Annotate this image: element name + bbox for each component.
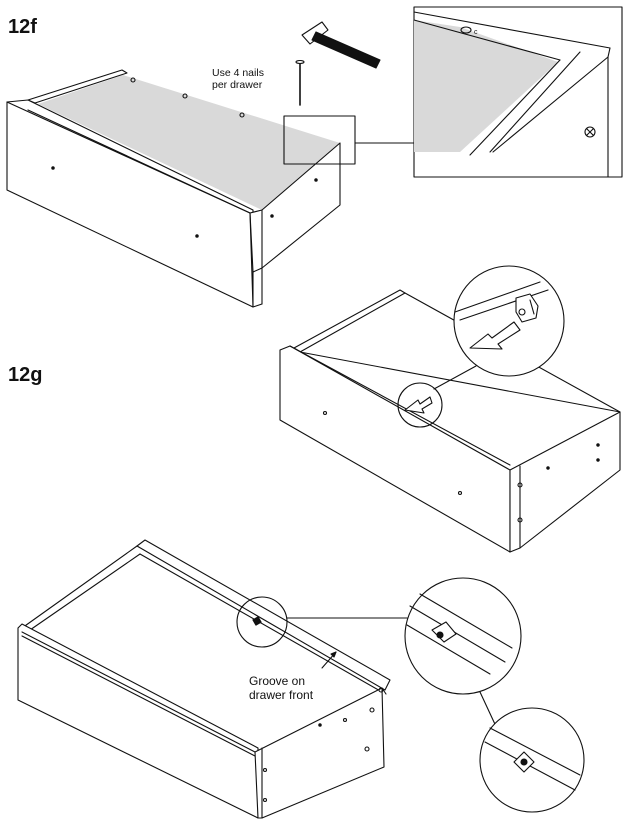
detail-circle-small — [397, 382, 443, 428]
nail-icon — [295, 59, 305, 106]
zoom-circle-12h-bottom — [479, 707, 585, 813]
groove-callout-line1: Groove on — [249, 674, 306, 688]
drawer-front-panel — [17, 623, 259, 819]
detail-leader — [433, 365, 477, 390]
detail-circle-small — [236, 596, 288, 648]
bracket-icon — [515, 293, 539, 323]
svg-text:c: c — [474, 29, 478, 36]
nail-instruction-line1: Use 4 nails — [212, 67, 264, 79]
hammer-icon — [301, 21, 381, 69]
bracket-icon — [431, 621, 457, 643]
nail-instruction-line2: per drawer — [212, 79, 263, 91]
step-12f-drawer — [6, 69, 341, 308]
step-12h-drawer — [17, 539, 391, 819]
nail-head-detail — [460, 26, 472, 34]
arrow-icon — [404, 396, 433, 414]
front-inner-edge — [27, 109, 251, 214]
zoom-inset-12f: c — [413, 6, 623, 178]
nail-mark — [130, 77, 136, 83]
screw-icon — [513, 751, 535, 773]
drawer-bottom-panel — [38, 75, 340, 210]
nail-mark — [239, 112, 245, 118]
drawer-front-panel — [279, 345, 511, 553]
screw-icon — [584, 126, 596, 138]
nail-mark — [182, 93, 188, 99]
nail-instruction: Use 4 nails per drawer — [212, 67, 264, 91]
zoom-circle-12g — [453, 265, 565, 377]
groove-callout-line2: drawer front — [249, 688, 314, 702]
groove-callout: Groove on drawer front — [249, 674, 313, 702]
groove-pointer — [321, 651, 337, 669]
zoom-circle-12h-top — [404, 577, 522, 695]
drawer-side-panel — [509, 411, 621, 553]
arrow-icon — [469, 321, 521, 350]
detail-frame — [283, 115, 356, 165]
step-12g-drawer — [279, 289, 621, 553]
drawer-side-panel — [254, 687, 385, 819]
step-12g-label: 12g — [8, 364, 43, 386]
step-12f-label: 12f — [8, 16, 37, 38]
